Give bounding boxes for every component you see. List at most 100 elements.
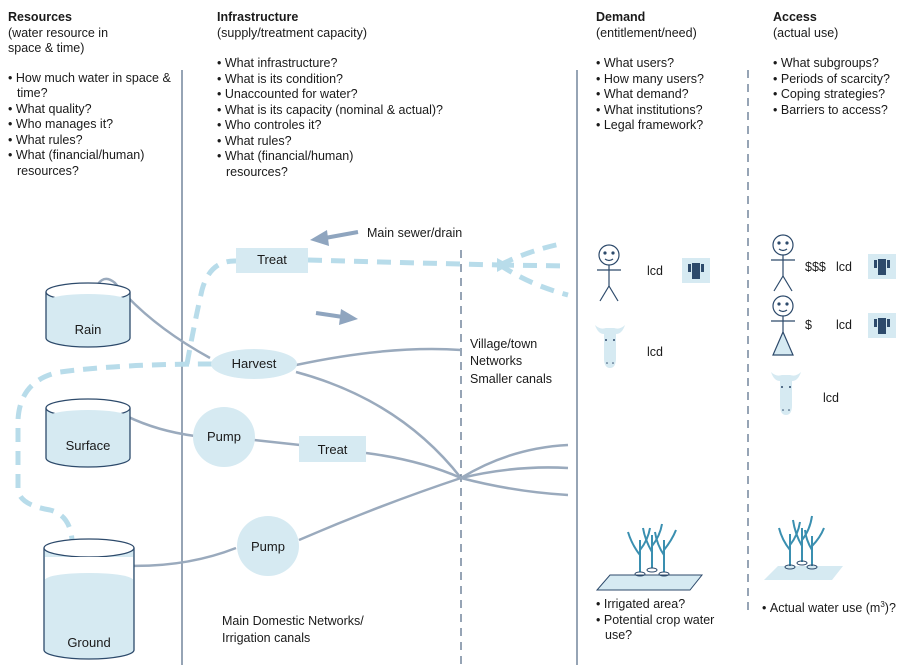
demand-person-icon: [597, 244, 621, 302]
pipe-pump-to-treat: [253, 438, 301, 447]
demand-cow-lcd: lcd: [647, 345, 663, 359]
pipe-treat-to-crossing: [365, 451, 462, 480]
demand-question: What demand?: [596, 87, 744, 103]
infrastructure-question: Who controles it?: [217, 118, 517, 134]
access-person-high-icon: [771, 234, 795, 292]
resources-question: Who manages it?: [8, 117, 178, 133]
treat-node-top-shape: [236, 248, 308, 273]
resources-question: What quality?: [8, 102, 178, 118]
resources-question: How much water in space & time?: [8, 71, 178, 102]
sewer-arrowhead: [497, 258, 510, 272]
village-label-3: Smaller canals: [470, 372, 552, 386]
demand-questions: What users? How many users? What demand?…: [596, 56, 744, 134]
flow-arrow-right-icon: [315, 309, 358, 325]
demand-column: Demand (entitlement/need) What users? Ho…: [596, 10, 744, 134]
ground-tank: [43, 538, 135, 660]
sewer-dashed-mid: [499, 262, 569, 269]
demand-field-questions: Irrigated area? Potential crop water use…: [596, 597, 736, 644]
pipe-crossing-middle: [460, 466, 569, 480]
infrastructure-question: What is its condition?: [217, 72, 517, 88]
rain-tank-label: Rain: [74, 322, 102, 337]
demand-question: How many users?: [596, 72, 744, 88]
access-cow-lcd: lcd: [823, 391, 839, 405]
main-networks-label-1: Main Domestic Networks/: [222, 614, 364, 628]
ground-tank-label: Ground: [67, 635, 111, 650]
infrastructure-question: What infrastructure?: [217, 56, 517, 72]
sewer-dashed-upper: [498, 240, 566, 268]
resources-question: What rules?: [8, 133, 178, 149]
access-person-low-icon: [771, 295, 795, 356]
rain-tank: [45, 282, 131, 348]
demand-irrigated-field-icon: [595, 523, 704, 591]
access-field-question-sup: 3: [880, 600, 885, 609]
infrastructure-questions: What infrastructure? What is its conditi…: [217, 56, 517, 180]
village-label-1: Village/town: [470, 337, 538, 351]
access-question: Barriers to access?: [773, 103, 918, 119]
sewer-dashed-main: [307, 257, 501, 268]
access-irrigated-field-icon: [764, 515, 843, 580]
access-tap-high-icon: [868, 254, 896, 279]
infrastructure-question: What (financial/human) resources?: [217, 149, 401, 180]
infrastructure-question: Unaccounted for water?: [217, 87, 517, 103]
resources-question: What (financial/human) resources?: [8, 148, 178, 179]
village-label-2: Networks: [470, 354, 523, 368]
treat-node-top: Treat: [257, 252, 287, 267]
infrastructure-question: What is its capacity (nominal & actual)?: [217, 103, 517, 119]
pipe-harvest-to-village: [295, 347, 462, 367]
access-field-question-tail: )?: [884, 601, 896, 616]
access-tap-low-icon: [868, 313, 896, 338]
infrastructure-title: Infrastructure: [217, 10, 299, 24]
pump-ground-node: Pump: [251, 539, 285, 554]
access-subtitle: (actual use): [773, 25, 839, 40]
pump-surface-node: Pump: [207, 429, 241, 444]
access-field-question: Actual water use (m3)?: [762, 597, 919, 617]
access-lcd-high: lcd: [836, 260, 852, 274]
sewer-label: Main sewer/drain: [367, 226, 463, 240]
demand-person-lcd: lcd: [647, 264, 663, 278]
access-question: Coping strategies?: [773, 87, 918, 103]
pump-surface-node-shape: [193, 407, 255, 467]
access-question: Periods of scarcity?: [773, 72, 918, 88]
resources-title: Resources: [8, 10, 72, 24]
demand-subtitle: (entitlement/need): [596, 25, 697, 40]
resources-subtitle-1: (water resource in: [8, 25, 109, 40]
access-title: Access: [773, 10, 817, 24]
infrastructure-question: What rules?: [217, 134, 517, 150]
pipe-harvest-to-crossing: [295, 370, 462, 479]
access-field-question-text: Actual water use (m: [769, 601, 881, 616]
resources-column: Resources (water resource in space & tim…: [8, 10, 178, 179]
main-networks-label-2: Irrigation canals: [222, 631, 311, 645]
treat-node-mid-shape: [299, 436, 366, 462]
treat-node-mid: Treat: [317, 442, 348, 457]
demand-field-question: Irrigated area?: [596, 597, 736, 613]
access-lcd-low: lcd: [836, 318, 852, 332]
demand-field-question: Potential crop water use?: [596, 613, 736, 644]
sewer-arrow-left-icon: [310, 230, 359, 246]
infrastructure-column: Infrastructure (supply/treatment capacit…: [217, 10, 517, 180]
infrastructure-subtitle: (supply/treatment capacity): [217, 25, 368, 40]
surface-tank-label: Surface: [65, 438, 111, 453]
pipe-pump-to-crossing: [298, 476, 462, 542]
demand-question: What institutions?: [596, 103, 744, 119]
access-cow-icon: [771, 372, 801, 415]
demand-tap-icon: [682, 258, 710, 283]
access-column: Access (actual use) What subgroups? Peri…: [773, 10, 918, 118]
access-question: What subgroups?: [773, 56, 918, 72]
harvest-node-shape: [211, 349, 297, 379]
pump-ground-node-shape: [237, 516, 299, 576]
resources-subtitle-2: space & time): [8, 41, 85, 55]
access-questions: What subgroups? Periods of scarcity? Cop…: [773, 56, 918, 118]
pipe-crossing-lower: [460, 476, 569, 497]
demand-question: Legal framework?: [596, 118, 744, 134]
sewer-dashed-lower: [498, 262, 569, 298]
resources-questions: How much water in space & time? What qua…: [8, 71, 178, 180]
access-money-high: $$$: [805, 260, 826, 274]
demand-title: Demand: [596, 10, 646, 24]
demand-cow-icon: [595, 325, 625, 368]
harvest-node: Harvest: [231, 356, 277, 371]
surface-tank: [45, 398, 131, 468]
wastewater-path-rain-to-treat: [184, 258, 237, 365]
demand-question: What users?: [596, 56, 744, 72]
access-money-low: $: [805, 318, 812, 332]
